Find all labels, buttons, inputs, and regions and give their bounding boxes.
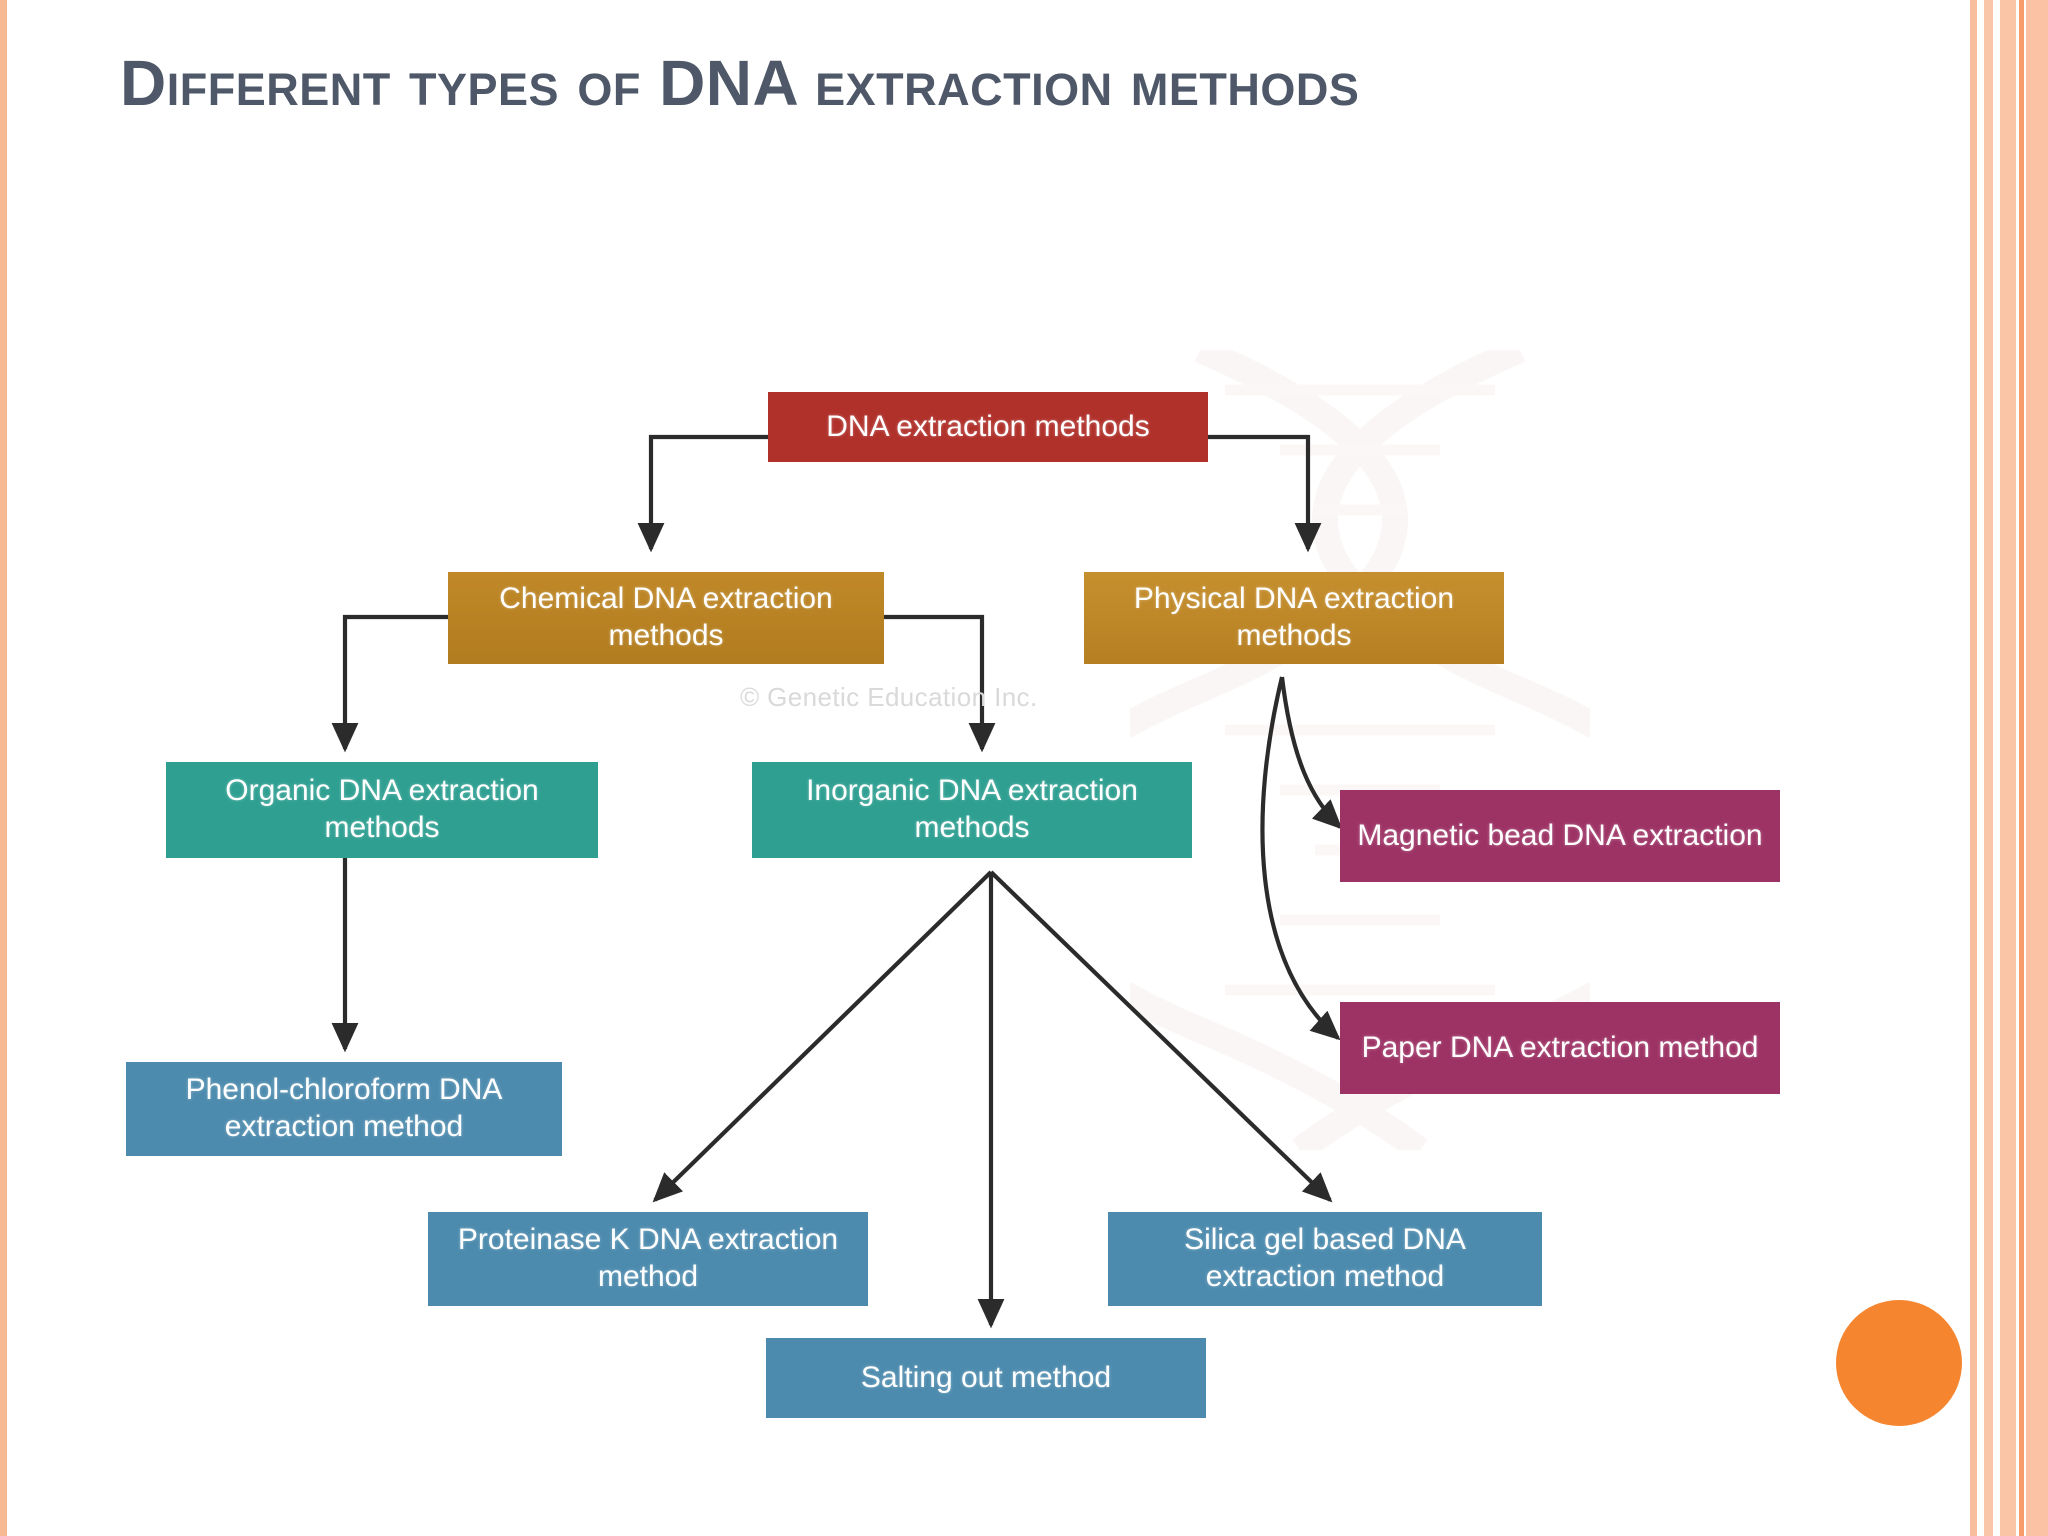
- border-stripe-2: [1984, 0, 1993, 1536]
- node-proteinase-k-dna-extraction-method[interactable]: Proteinase K DNA extraction method: [428, 1212, 868, 1306]
- node-phenol-chloroform-dna-extraction-method[interactable]: Phenol-chloroform DNA extraction method: [126, 1062, 562, 1156]
- border-stripe-3: [2000, 0, 2016, 1536]
- node-dna-extraction-methods[interactable]: DNA extraction methods: [768, 392, 1208, 462]
- node-inorganic-dna-extraction-methods[interactable]: Inorganic DNA extraction methods: [752, 762, 1192, 858]
- node-chemical-dna-extraction-methods[interactable]: Chemical DNA extraction methods: [448, 572, 884, 664]
- page-title: Different types of DNA extraction method…: [120, 47, 1360, 119]
- node-label: Inorganic DNA extraction methods: [806, 774, 1138, 844]
- border-stripe-1: [1970, 0, 1977, 1536]
- node-label: Physical DNA extraction methods: [1133, 582, 1455, 652]
- copyright-watermark: © Genetic Education Inc.: [740, 682, 1038, 712]
- orange-accent-circle: [1836, 1300, 1962, 1426]
- node-label: DNA extraction methods: [826, 409, 1150, 443]
- left-border-stripe: [0, 0, 7, 1536]
- node-physical-dna-extraction-methods[interactable]: Physical DNA extraction methods: [1084, 572, 1504, 664]
- node-magnetic-bead-dna-extraction[interactable]: Magnetic bead DNA extraction: [1340, 790, 1780, 882]
- node-label: Proteinase K DNA extraction method: [457, 1223, 839, 1293]
- border-stripe-5: [2026, 0, 2048, 1536]
- node-label: Paper DNA extraction method: [1361, 1030, 1759, 1064]
- node-salting-out-method[interactable]: Salting out method: [766, 1338, 1206, 1418]
- node-label: Silica gel based DNA extraction method: [1184, 1223, 1466, 1293]
- right-border-decoration: [1970, 0, 2048, 1536]
- node-label: Phenol-chloroform DNA extraction method: [185, 1073, 503, 1143]
- node-organic-dna-extraction-methods[interactable]: Organic DNA extraction methods: [166, 762, 598, 858]
- node-label: Magnetic bead DNA extraction: [1357, 818, 1763, 852]
- node-label: Organic DNA extraction methods: [225, 774, 539, 844]
- node-label: Salting out method: [860, 1360, 1112, 1394]
- node-silica-gel-based-dna-extraction-method[interactable]: Silica gel based DNA extraction method: [1108, 1212, 1542, 1306]
- border-stripe-4: [2019, 0, 2024, 1536]
- node-paper-dna-extraction-method[interactable]: Paper DNA extraction method: [1340, 1002, 1780, 1094]
- node-label: Chemical DNA extraction methods: [499, 582, 833, 652]
